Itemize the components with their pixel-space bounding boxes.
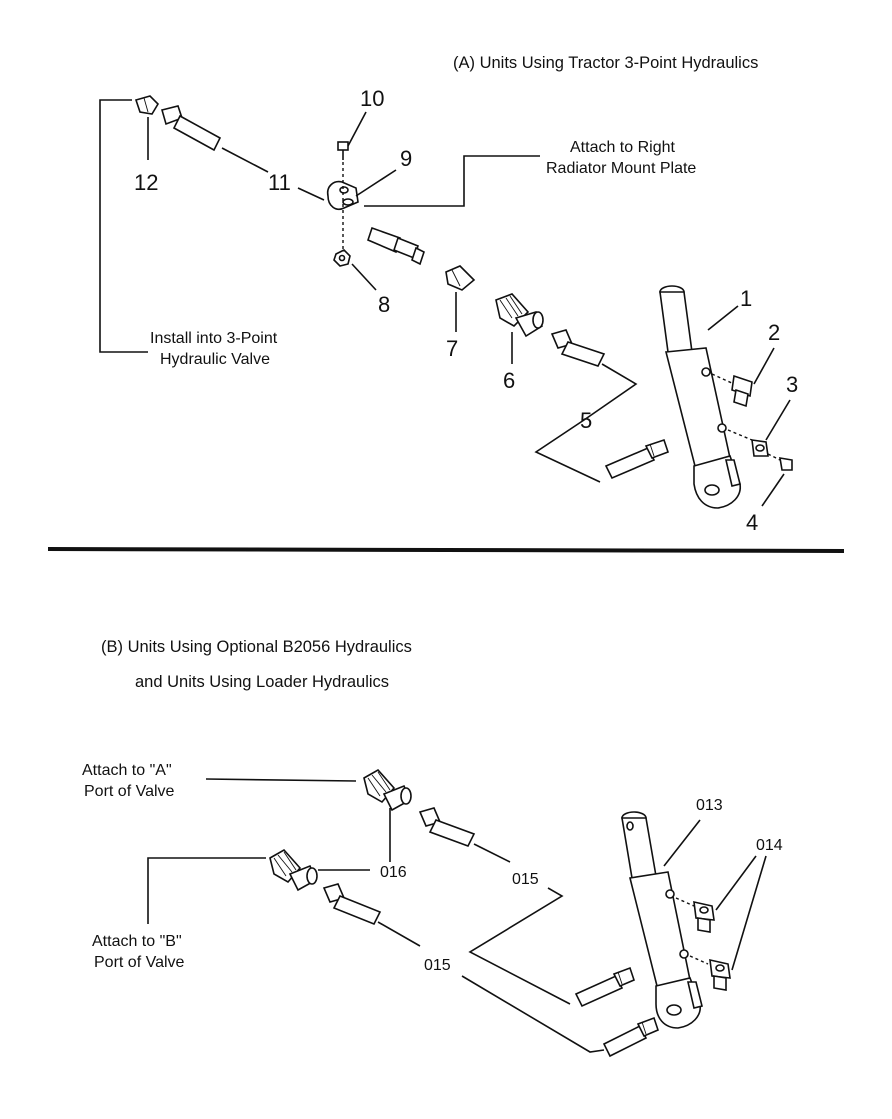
- part-4-plug: [779, 457, 793, 471]
- callout-11-leader-b: [297, 187, 325, 201]
- section-b-title-line2: and Units Using Loader Hydraulics: [135, 673, 389, 691]
- part-10-bolt: [337, 141, 349, 160]
- section-b-title-line1: (B) Units Using Optional B2056 Hydraulic…: [101, 638, 412, 656]
- callout-015-lower: 015: [424, 957, 451, 974]
- callout-2-leader: [753, 347, 775, 385]
- port-b-leader: [147, 857, 266, 924]
- valve-bracket-line: [99, 99, 148, 353]
- part-016-coupler-lower: [269, 848, 318, 892]
- hose-015-lower-line-b: [461, 975, 605, 1053]
- callout-013: 013: [696, 797, 723, 814]
- radiator-bracket-line: [364, 155, 540, 207]
- callout-4: 4: [746, 510, 758, 535]
- callout-015-upper: 015: [512, 871, 539, 888]
- callout-11-leader: [221, 147, 269, 173]
- callout-5: 5: [580, 408, 592, 433]
- callout-014: 014: [756, 837, 783, 854]
- note-a-line1: Attach to "A": [82, 762, 172, 779]
- part-2-elbow: [731, 374, 753, 408]
- fitting-3-axis: [727, 429, 753, 441]
- note-right-line1: Attach to Right: [570, 139, 676, 156]
- callout-016: 016: [380, 864, 407, 881]
- note-b-line1: Attach to "B": [92, 933, 182, 950]
- fitting-4-axis: [767, 453, 781, 461]
- part-016-coupler-upper: [363, 768, 412, 812]
- callout-8: 8: [378, 292, 390, 317]
- part-014-fitting-upper: [693, 900, 715, 933]
- hose-015-upper-line-b: [468, 887, 571, 1005]
- part-11-fitting: [161, 105, 222, 152]
- part-7-adapter: [445, 265, 476, 291]
- part-015-hose-end-upper: [574, 966, 635, 1008]
- part-fitting-mid: [367, 226, 425, 266]
- note-right-line2: Radiator Mount Plate: [546, 160, 696, 177]
- port-a-leader: [205, 778, 357, 782]
- callout-6: 6: [503, 368, 515, 393]
- part-12-cap: [134, 95, 160, 115]
- callout-10-leader: [347, 111, 367, 147]
- section-a-title: (A) Units Using Tractor 3-Point Hydrauli…: [453, 54, 758, 72]
- callout-4-leader: [761, 473, 785, 507]
- callout-9: 9: [400, 146, 412, 171]
- hose-015-lower-line: [377, 921, 421, 947]
- note-a-line2: Port of Valve: [84, 783, 175, 800]
- callout-8-leader: [351, 263, 377, 291]
- fitting-014-upper-axis: [675, 897, 695, 907]
- callout-1-leader: [707, 305, 739, 331]
- hose-5-line: [534, 363, 638, 483]
- part-8-nut: [333, 249, 351, 267]
- note-b-line2: Port of Valve: [94, 954, 185, 971]
- hose-015-upper-line: [473, 843, 511, 863]
- callout-7: 7: [446, 336, 458, 361]
- part-013-cylinder: [621, 811, 703, 1029]
- callout-013-leader: [663, 819, 701, 867]
- part-014-fitting-lower: [709, 958, 731, 991]
- part-5-hose-lower: [604, 438, 670, 480]
- part-6-coupler: [495, 293, 544, 338]
- callout-014-leader-a: [715, 855, 757, 911]
- callout-10: 10: [360, 86, 384, 111]
- callout-1: 1: [740, 286, 752, 311]
- part-1-cylinder: [659, 285, 742, 509]
- callout-12: 12: [134, 170, 158, 195]
- callout-3: 3: [786, 372, 798, 397]
- fitting-2-axis: [711, 373, 735, 385]
- note-valve-line1: Install into 3-Point: [150, 330, 278, 347]
- part-5-hose-upper: [550, 329, 606, 367]
- fitting-014-lower-axis: [689, 955, 709, 965]
- section-divider: [47, 547, 845, 553]
- part-3-fitting: [751, 439, 769, 457]
- callout-3-leader: [765, 399, 791, 441]
- part-015-hose-lower: [322, 883, 382, 926]
- note-valve-line2: Hydraulic Valve: [160, 351, 270, 368]
- callout-11: 11: [268, 170, 291, 195]
- callout-2: 2: [768, 320, 780, 345]
- callout-9-leader: [355, 169, 397, 197]
- part-015-hose-end-lower: [602, 1016, 659, 1058]
- callout-014-leader-b: [731, 855, 767, 971]
- part-015-hose-upper: [418, 807, 476, 847]
